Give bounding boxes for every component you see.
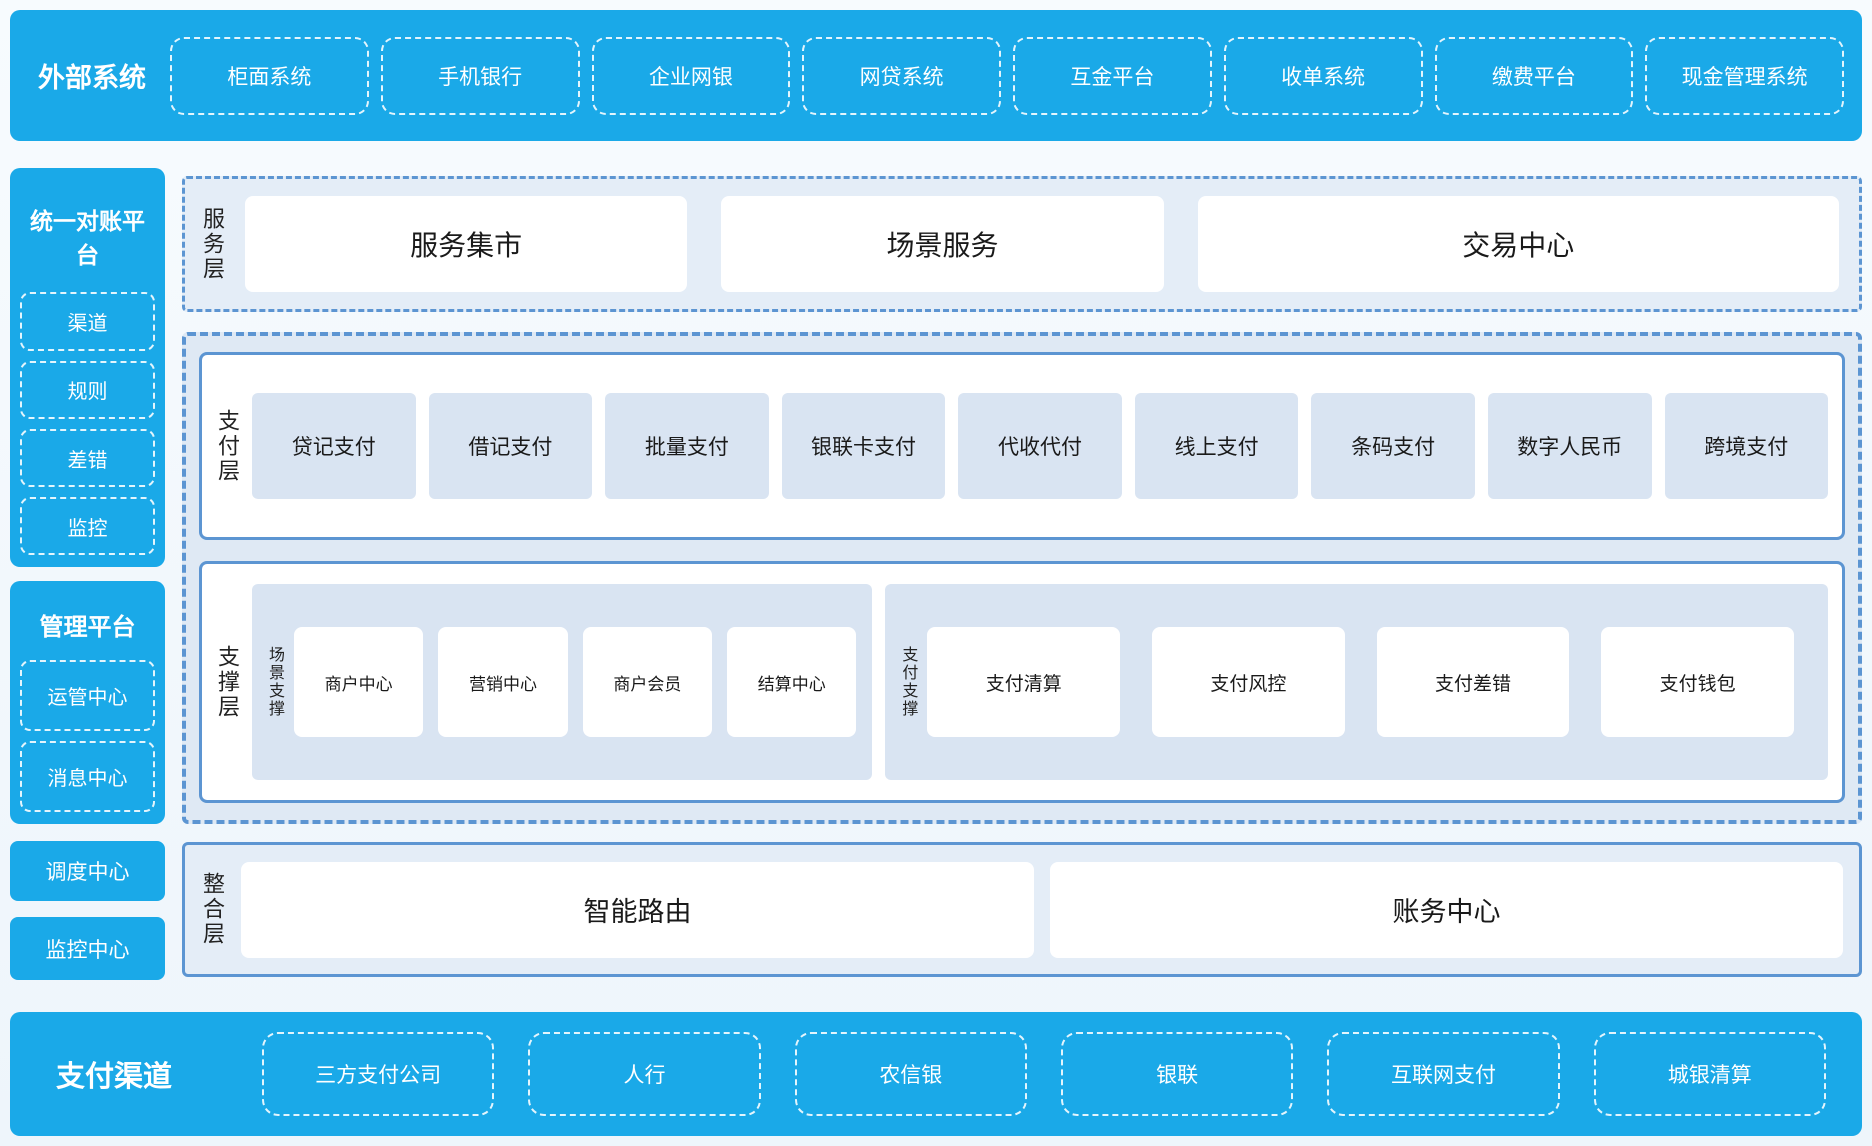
external-system-item: 网贷系统 xyxy=(802,36,1001,115)
payment-layer-label: 支付层 xyxy=(215,408,240,484)
payment-channel-item: 三方支付公司 xyxy=(262,1032,495,1117)
payment-channels-title: 支付渠道 xyxy=(56,1061,173,1094)
payment-channel-item: 互联网支付 xyxy=(1327,1032,1560,1117)
external-system-item: 手机银行 xyxy=(380,36,580,115)
integration-layer-label: 整合层 xyxy=(200,872,225,948)
payment-item: 借记支付 xyxy=(428,393,593,500)
management-item: 运管中心 xyxy=(20,660,155,732)
payment-item: 代收代付 xyxy=(958,393,1122,500)
payment-support-boxes: 支付清算 支付风控 支付差错 支付钱包 xyxy=(927,627,1794,738)
payment-item: 条码支付 xyxy=(1311,393,1475,500)
integration-layer: 整合层 智能路由 账务中心 xyxy=(182,842,1862,978)
scene-support-item: 营销中心 xyxy=(438,627,568,738)
support-layer-label: 支撑层 xyxy=(215,644,240,720)
scene-support-boxes: 商户中心 营销中心 商户会员 结算中心 xyxy=(294,627,857,738)
management-platform-panel: 管理平台 运管中心 消息中心 xyxy=(10,581,165,825)
payment-layer: 支付层 贷记支付 借记支付 批量支付 银联卡支付 代收代付 线上支付 条码支付 … xyxy=(199,352,1845,541)
scene-support-item: 商户会员 xyxy=(582,627,713,738)
payment-item: 线上支付 xyxy=(1134,393,1299,500)
left-column: 统一对账平台 渠道 规则 差错 监控 管理平台 运管中心 消息中心 调度中心 监… xyxy=(10,168,165,981)
payment-channel-item: 城银清算 xyxy=(1593,1032,1826,1117)
payment-layer-boxes: 贷记支付 借记支付 批量支付 银联卡支付 代收代付 线上支付 条码支付 数字人民… xyxy=(252,393,1829,500)
external-systems-bar: 外部系统 柜面系统 手机银行 企业网银 网贷系统 互金平台 收单系统 缴费平台 … xyxy=(10,10,1862,142)
external-system-item: 企业网银 xyxy=(591,36,791,115)
payment-channel-item: 农信银 xyxy=(794,1032,1027,1117)
external-system-item: 现金管理系统 xyxy=(1645,36,1844,115)
external-system-item: 柜面系统 xyxy=(170,36,369,115)
payment-support-group: 支付支撑 支付清算 支付风控 支付差错 支付钱包 xyxy=(885,584,1828,781)
reconciliation-platform-title: 统一对账平台 xyxy=(30,208,145,269)
payment-support-item: 支付清算 xyxy=(927,627,1121,738)
external-systems-title: 外部系统 xyxy=(38,63,146,94)
reconciliation-item: 监控 xyxy=(20,497,155,556)
reconciliation-item: 规则 xyxy=(20,360,155,419)
layers-column: 服务层 服务集市 场景服务 交易中心 支付层 贷记支付 借记支付 批量支付 银联… xyxy=(182,176,1862,980)
external-system-item: 收单系统 xyxy=(1223,36,1423,115)
core-layers-container: 支付层 贷记支付 借记支付 批量支付 银联卡支付 代收代付 线上支付 条码支付 … xyxy=(182,332,1862,825)
reconciliation-platform-panel: 统一对账平台 渠道 规则 差错 监控 xyxy=(10,168,165,568)
reconciliation-items: 渠道 规则 差错 监控 xyxy=(20,292,155,556)
payment-support-label: 支付支撑 xyxy=(899,646,917,719)
external-system-item: 互金平台 xyxy=(1013,36,1212,115)
payment-channels-items: 三方支付公司 人行 农信银 银联 互联网支付 城银清算 xyxy=(262,1032,1826,1117)
reconciliation-item: 渠道 xyxy=(20,292,155,351)
service-item: 交易中心 xyxy=(1197,196,1839,293)
support-layer-groups: 场景支撑 商户中心 营销中心 商户会员 结算中心 支付支撑 支付清算 xyxy=(252,584,1828,781)
integration-item: 智能路由 xyxy=(241,861,1034,958)
service-layer-label: 服务层 xyxy=(200,206,225,282)
payment-item: 贷记支付 xyxy=(252,393,416,500)
support-layer: 支撑层 场景支撑 商户中心 营销中心 商户会员 结算中心 xyxy=(199,561,1845,804)
reconciliation-item: 差错 xyxy=(20,428,155,488)
payment-channel-item: 银联 xyxy=(1060,1032,1294,1117)
payment-channels-bar: 支付渠道 三方支付公司 人行 农信银 银联 互联网支付 城银清算 xyxy=(10,1012,1862,1136)
payment-support-item: 支付差错 xyxy=(1376,627,1570,738)
service-item: 服务集市 xyxy=(245,196,688,293)
service-item: 场景服务 xyxy=(721,196,1164,293)
payment-support-item: 支付钱包 xyxy=(1601,627,1794,738)
external-system-item: 缴费平台 xyxy=(1434,36,1634,115)
dispatch-center-box: 调度中心 xyxy=(10,841,165,902)
payment-item: 跨境支付 xyxy=(1664,393,1829,500)
scene-support-group: 场景支撑 商户中心 营销中心 商户会员 结算中心 xyxy=(252,584,873,781)
service-layer: 服务层 服务集市 场景服务 交易中心 xyxy=(182,176,1862,313)
middle-region: 统一对账平台 渠道 规则 差错 监控 管理平台 运管中心 消息中心 调度中心 监… xyxy=(10,168,1862,981)
payment-item: 批量支付 xyxy=(605,393,769,500)
payment-support-item: 支付风控 xyxy=(1152,627,1345,738)
service-layer-boxes: 服务集市 场景服务 交易中心 xyxy=(245,196,1839,293)
scene-support-label: 场景支撑 xyxy=(266,646,283,719)
management-platform-title: 管理平台 xyxy=(39,614,136,642)
payment-channel-item: 人行 xyxy=(528,1032,761,1117)
monitor-center-box: 监控中心 xyxy=(10,917,165,981)
integration-layer-boxes: 智能路由 账务中心 xyxy=(241,861,1843,958)
payment-item: 数字人民币 xyxy=(1487,393,1652,500)
integration-item: 账务中心 xyxy=(1050,861,1843,958)
scene-support-item: 结算中心 xyxy=(727,627,857,738)
management-item: 消息中心 xyxy=(20,741,155,813)
payment-item: 银联卡支付 xyxy=(781,393,946,500)
scene-support-item: 商户中心 xyxy=(294,627,424,738)
management-items: 运管中心 消息中心 xyxy=(20,660,155,813)
external-systems-items: 柜面系统 手机银行 企业网银 网贷系统 互金平台 收单系统 缴费平台 现金管理系… xyxy=(170,36,1844,115)
